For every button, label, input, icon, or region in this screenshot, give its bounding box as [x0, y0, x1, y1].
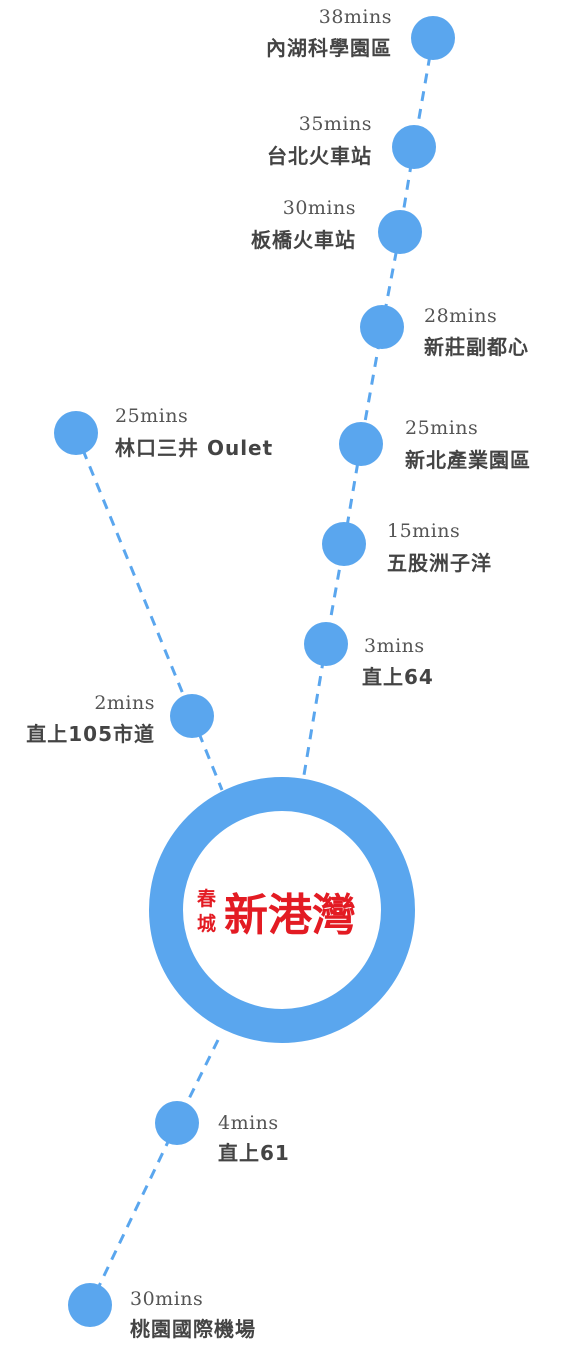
stop-banqiao: 30mins 板橋火車站	[251, 197, 422, 254]
stop-name: 板橋火車站	[251, 228, 356, 252]
stop-dot	[170, 694, 214, 738]
stop-dot	[54, 411, 98, 455]
stop-dot	[322, 522, 366, 566]
stop-taipei-main: 35mins 台北火車站	[267, 113, 436, 169]
stop-name: 桃園國際機場	[130, 1317, 256, 1341]
stop-time: 3mins	[364, 635, 425, 657]
stop-name: 五股洲子洋	[387, 551, 492, 575]
stop-61: 4mins 直上61	[155, 1101, 290, 1165]
stop-name: 台北火車站	[267, 144, 372, 168]
stop-name: 新莊副都心	[424, 335, 529, 359]
stop-name: 直上105市道	[26, 722, 155, 746]
stop-time: 25mins	[115, 405, 188, 427]
stop-neihu: 38mins 內湖科學園區	[266, 6, 455, 60]
stop-name: 直上64	[362, 665, 434, 689]
stop-dot	[304, 622, 348, 666]
stop-name: 內湖科學園區	[266, 36, 392, 60]
stop-taoyuan-airport: 30mins 桃園國際機場	[68, 1283, 256, 1341]
stop-dot	[392, 125, 436, 169]
stop-time: 28mins	[424, 305, 497, 327]
brand-small-top: 春	[197, 887, 216, 910]
stop-time: 2mins	[94, 692, 155, 714]
hub-ring	[149, 777, 415, 1043]
stop-dot	[411, 16, 455, 60]
stop-time: 38mins	[319, 6, 392, 28]
hub: 春 城 新港灣	[149, 777, 415, 1043]
stop-64: 3mins 直上64	[304, 622, 434, 689]
brand-small-bottom: 城	[197, 912, 216, 935]
stop-linkou: 25mins 林口三井 Oulet	[54, 405, 273, 460]
stop-dot	[68, 1283, 112, 1327]
stop-time: 4mins	[218, 1112, 279, 1134]
stop-name: 新北產業園區	[405, 448, 531, 472]
stop-time: 25mins	[405, 417, 478, 439]
stop-dot	[339, 422, 383, 466]
stop-wugu: 15mins 五股洲子洋	[322, 520, 492, 575]
stop-dot	[360, 305, 404, 349]
stop-dot	[378, 210, 422, 254]
stop-name: 直上61	[218, 1141, 290, 1165]
route-south	[88, 1039, 220, 1306]
stop-105: 2mins 直上105市道	[26, 692, 214, 746]
stop-name: 林口三井 Oulet	[115, 436, 273, 460]
stop-time: 35mins	[299, 113, 372, 135]
stop-time: 15mins	[387, 520, 460, 542]
brand-name: 新港灣	[224, 890, 356, 941]
stop-xinbei-industrial: 25mins 新北產業園區	[339, 417, 531, 472]
stop-dot	[155, 1101, 199, 1145]
stop-time: 30mins	[283, 197, 356, 219]
stop-xinzhuang: 28mins 新莊副都心	[360, 305, 529, 359]
stop-time: 30mins	[130, 1288, 203, 1310]
